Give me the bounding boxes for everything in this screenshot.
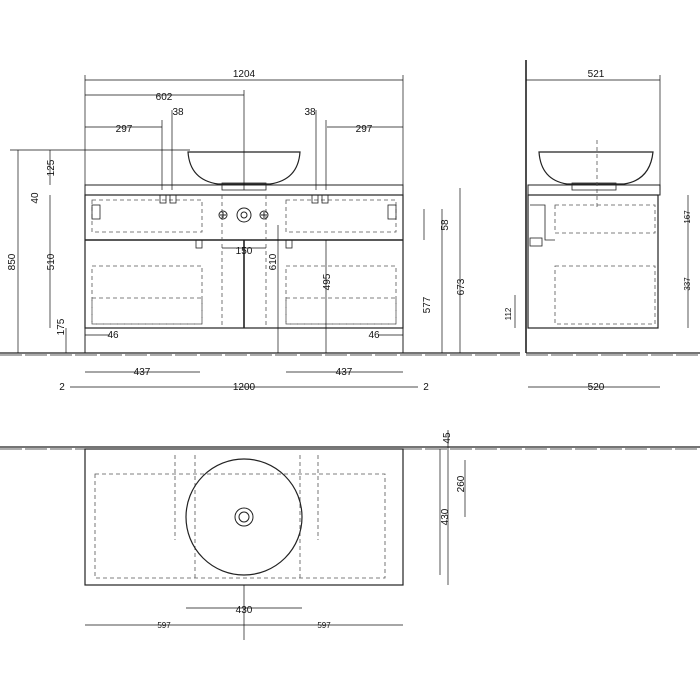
dim-850: 850 bbox=[7, 253, 18, 270]
basin-front bbox=[187, 151, 301, 185]
dim-260: 260 bbox=[456, 475, 467, 492]
dim-337: 337 bbox=[683, 277, 692, 291]
dim-125: 125 bbox=[46, 159, 57, 176]
dim-2-right: 2 bbox=[423, 382, 429, 393]
dim-2-left: 2 bbox=[59, 382, 65, 393]
dimension-lines bbox=[10, 75, 689, 640]
basin-top-view bbox=[185, 458, 303, 576]
dim-437-left: 437 bbox=[134, 367, 151, 378]
side-basin bbox=[538, 151, 654, 185]
dim-297-left: 297 bbox=[116, 124, 133, 135]
dim-610: 610 bbox=[268, 253, 279, 270]
dim-510: 510 bbox=[46, 253, 57, 270]
dim-602: 602 bbox=[156, 92, 173, 103]
dim-597-left: 597 bbox=[157, 621, 171, 630]
dim-150: 150 bbox=[236, 246, 253, 257]
dim-437-right: 437 bbox=[336, 367, 353, 378]
dim-112: 112 bbox=[504, 307, 513, 320]
dim-1204: 1204 bbox=[233, 69, 256, 80]
dim-1200: 1200 bbox=[233, 382, 256, 393]
dim-430-vertical: 430 bbox=[440, 508, 451, 525]
right-valve-icon bbox=[259, 210, 269, 220]
dim-597-right: 597 bbox=[317, 621, 331, 630]
dim-58: 58 bbox=[440, 219, 451, 231]
side-cabinet bbox=[527, 194, 659, 329]
dim-495: 495 bbox=[322, 273, 333, 290]
dim-46-left: 46 bbox=[107, 330, 119, 341]
dim-297-right: 297 bbox=[356, 124, 373, 135]
drain-icon bbox=[236, 207, 252, 223]
side-view bbox=[525, 60, 700, 356]
dim-577: 577 bbox=[422, 296, 433, 313]
drain-top-icon bbox=[234, 507, 254, 527]
dim-46-right: 46 bbox=[368, 330, 380, 341]
dim-520: 520 bbox=[588, 382, 605, 393]
dimension-labels: 1204 602 38 38 297 297 125 40 850 510 17… bbox=[7, 69, 692, 630]
left-valve-icon bbox=[218, 210, 228, 220]
dim-40: 40 bbox=[30, 192, 41, 204]
top-view-outline bbox=[84, 448, 404, 586]
dim-521: 521 bbox=[588, 69, 605, 80]
dim-38-left: 38 bbox=[172, 107, 184, 118]
dim-45: 45 bbox=[442, 432, 453, 444]
dim-38-right: 38 bbox=[304, 107, 316, 118]
dim-430-horizontal: 430 bbox=[236, 605, 253, 616]
dim-673: 673 bbox=[456, 278, 467, 295]
dim-175: 175 bbox=[56, 318, 67, 335]
dim-167: 167 bbox=[683, 210, 692, 224]
pipe-connections bbox=[218, 207, 269, 223]
top-view bbox=[0, 446, 700, 586]
